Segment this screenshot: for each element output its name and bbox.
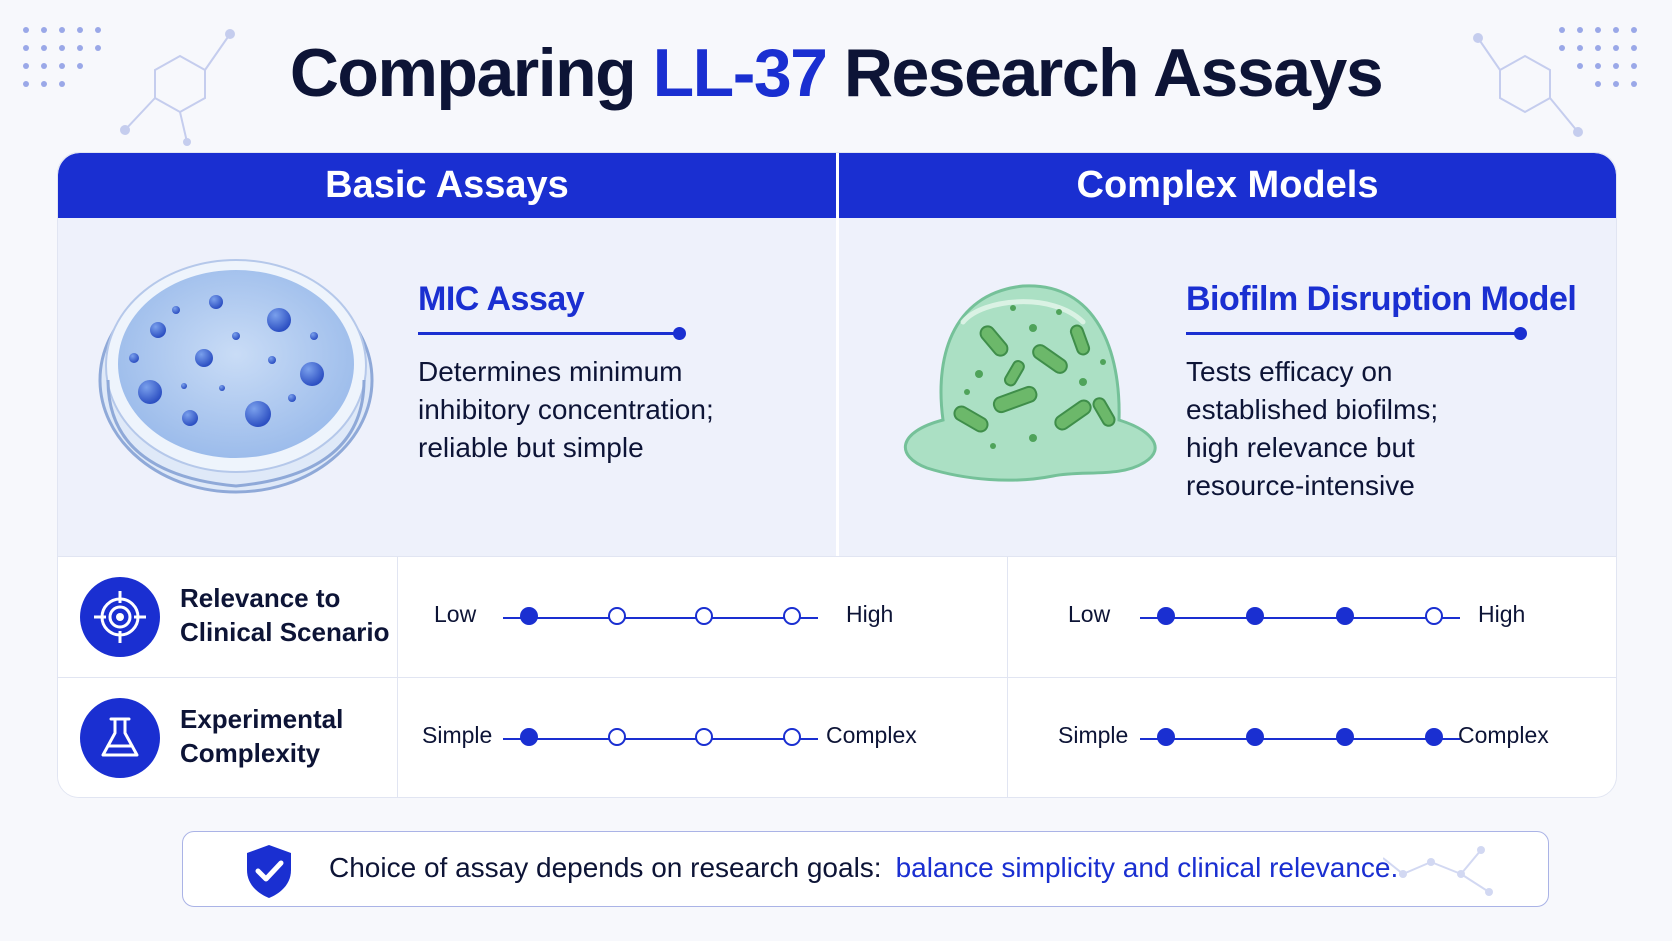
shield-check-icon — [247, 845, 291, 898]
rating-point-filled — [520, 607, 538, 625]
rating-point-empty — [783, 607, 801, 625]
criteria-row-complexity: Experimental Complexity Simple Complex S… — [58, 677, 1616, 797]
criteria-row-relevance: Relevance to Clinical Scenario Low High … — [58, 556, 1616, 677]
complex-model-panel: Biofilm Disruption Model Tests efficacy … — [839, 218, 1616, 556]
rating-point-filled — [520, 728, 538, 746]
row-column-divider — [1007, 557, 1008, 677]
criteria-label-line: Complexity — [180, 738, 321, 768]
molecule-decoration-top-left — [120, 29, 235, 146]
criteria-label-cell: Experimental Complexity — [58, 678, 398, 797]
scale-track — [1140, 738, 1460, 740]
dot-grid-top-right — [1559, 27, 1637, 87]
molecule-decoration-top-right — [1473, 33, 1583, 137]
dot-grid-top-left — [23, 27, 101, 87]
rating-point-filled — [1425, 728, 1443, 746]
rating-scale-complex-relevance: Low High — [1008, 557, 1616, 677]
scale-high-label: Complex — [826, 722, 917, 748]
petri-dish-icon — [98, 259, 374, 494]
scale-high-label: High — [1478, 601, 1526, 627]
column-divider — [836, 218, 839, 556]
description-line: Tests efficacy on — [1186, 356, 1393, 387]
assay-title-biofilm: Biofilm Disruption Model — [1186, 280, 1577, 318]
target-icon-glyph — [94, 591, 146, 643]
rating-point-empty — [1425, 607, 1443, 625]
scale-track — [1140, 617, 1460, 619]
assay-title-rule — [1186, 327, 1527, 340]
description-line: high relevance but — [1186, 432, 1415, 463]
flask-icon-glyph — [101, 717, 139, 757]
page-title: Comparing LL-37 Research Assays — [0, 34, 1672, 112]
rating-point-filled — [1157, 607, 1175, 625]
target-icon — [80, 577, 160, 657]
scale-high-label: Complex — [1458, 722, 1549, 748]
title-prefix: Comparing — [289, 35, 653, 111]
rating-point-empty — [695, 607, 714, 625]
criteria-label-line: Relevance to — [180, 583, 341, 613]
rating-point-empty — [607, 607, 626, 625]
comparison-card: Basic Assays Complex Models — [57, 152, 1617, 798]
scale-track — [503, 738, 818, 740]
rating-point-empty — [783, 728, 801, 746]
column-header-complex: Complex Models — [839, 153, 1616, 218]
rating-point-filled — [1246, 607, 1265, 625]
column-header-basic: Basic Assays — [58, 153, 836, 218]
scale-high-label: High — [846, 601, 894, 627]
description-line: established biofilms; — [1186, 394, 1439, 425]
title-suffix: Research Assays — [826, 35, 1384, 111]
conclusion-main: Choice of assay depends on research goal… — [329, 852, 882, 883]
rating-point-empty — [695, 728, 714, 746]
basic-assay-panel: MIC Assay Determines minimum inhibitory … — [58, 218, 836, 556]
description-line: resource-intensive — [1186, 470, 1415, 501]
criteria-label: Experimental Complexity — [180, 702, 395, 770]
rating-point-filled — [1335, 728, 1354, 746]
description-line: reliable but simple — [418, 432, 644, 463]
rating-point-filled — [1157, 728, 1175, 746]
criteria-label: Relevance to Clinical Scenario — [180, 581, 395, 649]
criteria-label-line: Clinical Scenario — [180, 617, 390, 647]
rating-scale-basic-complexity: Simple Complex — [398, 678, 1007, 797]
criteria-label-line: Experimental — [180, 704, 344, 734]
rating-point-empty — [607, 728, 626, 746]
row-column-divider — [1007, 678, 1008, 797]
rating-point-filled — [1246, 728, 1265, 746]
biofilm-icon — [903, 284, 1157, 482]
assay-title-mic: MIC Assay — [418, 280, 585, 318]
assay-description-biofilm: Tests efficacy on established biofilms; … — [1186, 353, 1438, 505]
header-divider — [836, 153, 839, 218]
scale-low-label: Simple — [422, 722, 493, 748]
rating-point-filled — [1335, 607, 1354, 625]
description-line: inhibitory concentration; — [418, 394, 714, 425]
conclusion-highlight: balance simplicity and clinical relevanc… — [895, 852, 1399, 883]
conclusion-text: Choice of assay depends on research goal… — [329, 852, 1398, 884]
rule-end-dot — [1514, 327, 1527, 340]
scale-track — [503, 617, 818, 619]
rule-end-dot — [673, 327, 686, 340]
criteria-label-cell: Relevance to Clinical Scenario — [58, 557, 398, 677]
description-line: Determines minimum — [418, 356, 683, 387]
title-accent: LL-37 — [652, 35, 828, 111]
conclusion-banner: Choice of assay depends on research goal… — [182, 831, 1549, 907]
scale-low-label: Low — [434, 601, 477, 627]
scale-low-label: Simple — [1058, 722, 1129, 748]
rating-scale-complex-complexity: Simple Complex — [1008, 678, 1616, 797]
scale-low-label: Low — [1068, 601, 1111, 627]
molecule-decoration-banner — [1383, 846, 1493, 896]
assay-title-rule — [418, 327, 686, 340]
assay-description-mic: Determines minimum inhibitory concentrat… — [418, 353, 714, 467]
flask-icon — [80, 698, 160, 778]
rating-scale-basic-relevance: Low High — [398, 557, 1007, 677]
